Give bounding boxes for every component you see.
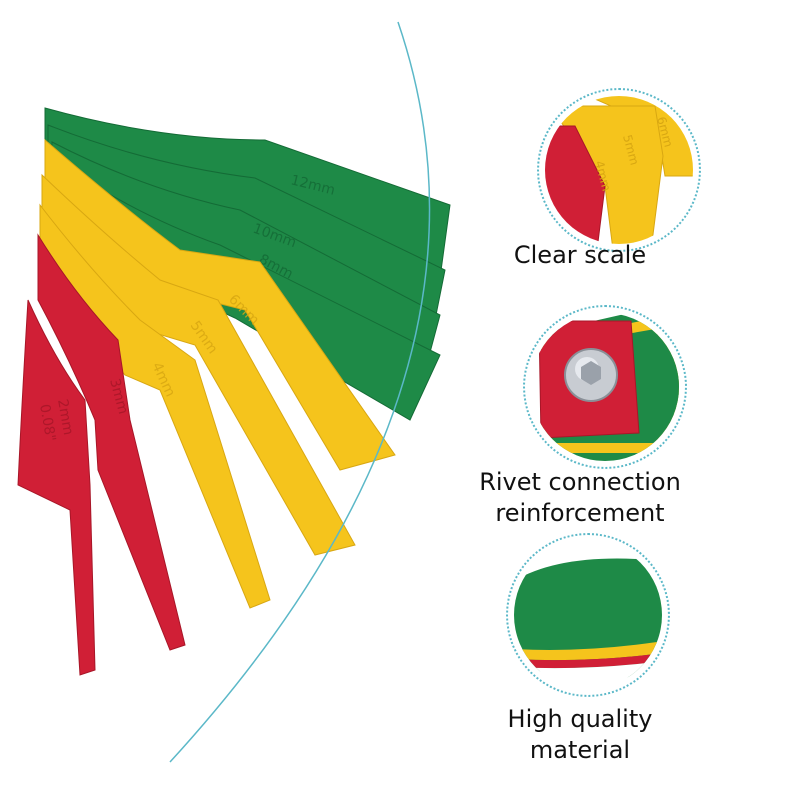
- feature-label-rivet-line-1: Rivet connection: [479, 468, 681, 496]
- blade-marking-2mm: 2mm: [54, 398, 76, 436]
- accent-arc: [169, 21, 431, 763]
- feature-label-scale-line: Clear scale: [513, 241, 647, 269]
- rivet-closeup-icon: [531, 313, 679, 461]
- scale-closeup-icon: 6mm 5mm 4mm: [545, 96, 693, 244]
- material-closeup-icon: [514, 541, 662, 689]
- blade-2mm: [17, 299, 96, 676]
- scale-closeup-frame: [537, 88, 701, 252]
- feature-label-material-line: High quality material: [507, 705, 653, 764]
- feature-label-material: High quality material: [460, 704, 700, 766]
- feature-label-rivet: Rivet connection reinforcement: [460, 467, 700, 529]
- feature-label-rivet-line-2: reinforcement: [495, 499, 665, 527]
- blade-3mm: [37, 233, 186, 651]
- material-closeup-frame: [506, 533, 670, 697]
- feature-label-scale: Clear scale: [460, 240, 700, 271]
- blade-marking-2mm-inch: 0.08": [36, 403, 58, 443]
- rivet-closeup-frame: [523, 305, 687, 469]
